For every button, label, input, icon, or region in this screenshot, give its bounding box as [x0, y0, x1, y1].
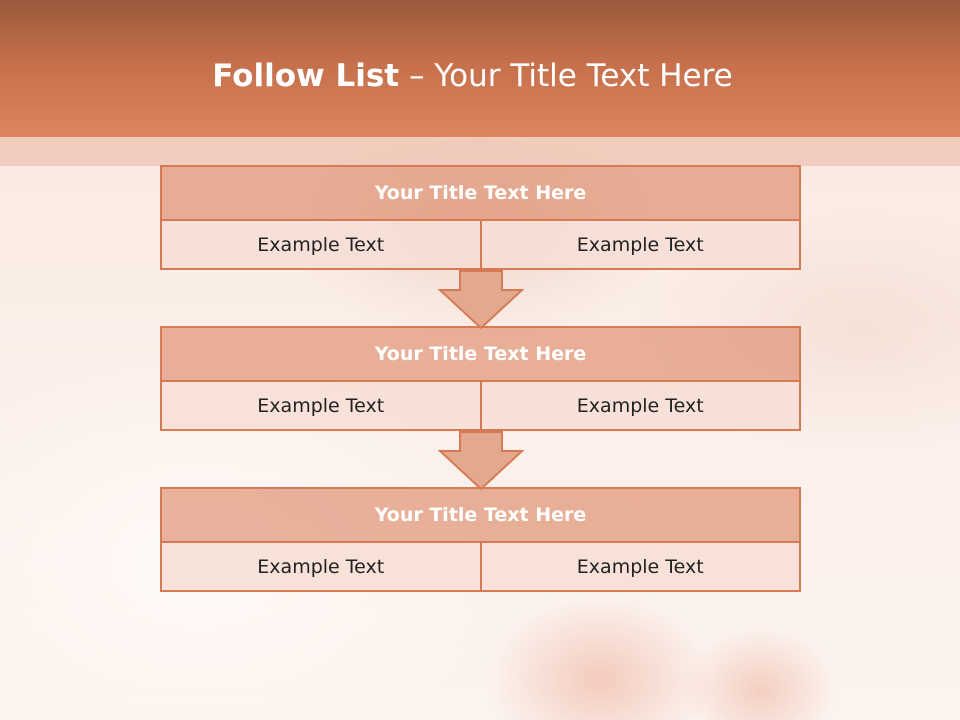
block-row: Example Text Example Text [160, 221, 801, 270]
slide-title: Follow List – Your Title Text Here [0, 54, 945, 98]
block-cell-right: Example Text [479, 221, 800, 268]
list-block-1: Your Title Text Here Example Text Exampl… [160, 165, 801, 270]
block-cell-left: Example Text [257, 394, 385, 417]
header-bar [0, 0, 960, 137]
block-cell-right: Example Text [479, 543, 800, 590]
block-title: Your Title Text Here [160, 487, 801, 543]
block-cell-left: Example Text [257, 555, 385, 578]
slide-title-rest: – Your Title Text Here [399, 58, 733, 94]
down-arrow-icon [438, 431, 524, 491]
block-row: Example Text Example Text [160, 382, 801, 431]
slide-title-bold: Follow List [212, 58, 400, 94]
list-block-3: Your Title Text Here Example Text Exampl… [160, 487, 801, 592]
down-arrow-icon [438, 270, 524, 330]
block-cell-left: Example Text [257, 233, 385, 256]
header-band [0, 137, 960, 166]
block-cell-right: Example Text [479, 382, 800, 429]
list-block-2: Your Title Text Here Example Text Exampl… [160, 326, 801, 431]
block-row: Example Text Example Text [160, 543, 801, 592]
block-title: Your Title Text Here [160, 326, 801, 382]
block-title: Your Title Text Here [160, 165, 801, 221]
